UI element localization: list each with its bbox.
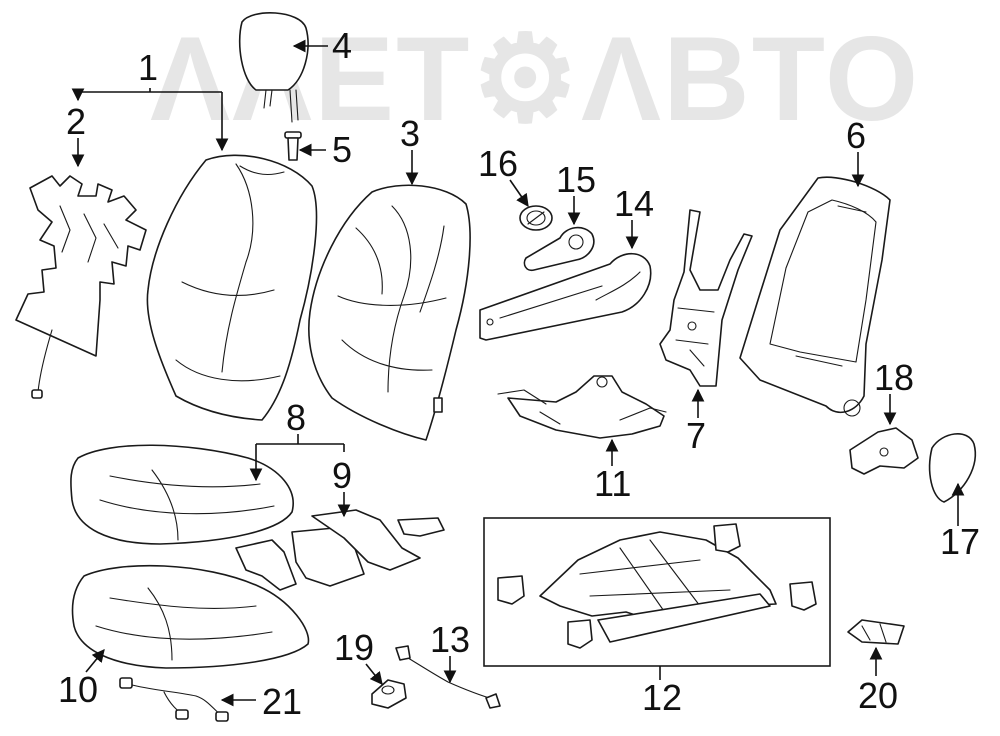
callout-5: 5 (332, 129, 352, 170)
part-9-cushion-heater-mat[interactable] (235, 509, 445, 591)
part-8-cushion-cover[interactable] (70, 444, 294, 545)
part-18-bracket[interactable] (849, 427, 919, 475)
part-19-clip[interactable] (371, 679, 407, 709)
callout-3: 3 (400, 113, 420, 154)
callout-10: 10 (58, 669, 98, 710)
part-1-back-cover[interactable] (146, 154, 318, 421)
callout-9: 9 (332, 455, 352, 496)
callout-19: 19 (334, 627, 374, 668)
callout-6: 6 (846, 115, 866, 156)
callout-17: 17 (940, 521, 980, 562)
part-20-trim-clip[interactable] (847, 619, 905, 645)
part-12-seat-track-kit[interactable] (483, 517, 831, 667)
callout-14: 14 (614, 183, 654, 224)
part-16-recliner-knob[interactable] (519, 205, 553, 231)
part-21-cushion-harness[interactable] (119, 677, 229, 722)
callout-16: 16 (478, 143, 518, 184)
callout-labels: 1 2 3 4 5 6 7 8 9 10 11 12 13 14 15 16 1… (58, 25, 980, 722)
part-6-back-frame[interactable] (739, 176, 891, 417)
callout-21: 21 (262, 681, 302, 722)
part-3-back-pad[interactable] (308, 184, 471, 441)
part-4-headrest[interactable] (238, 12, 309, 123)
callout-1: 1 (138, 47, 158, 88)
callout-18: 18 (874, 357, 914, 398)
callout-20: 20 (858, 675, 898, 716)
callout-12: 12 (642, 677, 682, 718)
part-14-side-shield[interactable] (479, 252, 652, 341)
part-11-cushion-frame[interactable] (497, 375, 667, 439)
part-5-headrest-guide[interactable] (284, 131, 302, 161)
part-2-back-heater-mat[interactable] (15, 175, 147, 399)
part-15-lever[interactable] (523, 226, 595, 272)
callout-13: 13 (430, 619, 470, 660)
callout-2: 2 (66, 101, 86, 142)
part-10-cushion-pad[interactable] (71, 564, 310, 669)
callout-8: 8 (286, 397, 306, 438)
callout-11: 11 (594, 463, 631, 504)
callout-15: 15 (556, 159, 596, 200)
part-7-recliner-bracket[interactable] (659, 209, 753, 387)
callout-4: 4 (332, 25, 352, 66)
callout-7: 7 (686, 415, 706, 456)
part-17-side-cover[interactable] (928, 433, 977, 503)
leader-lines (71, 39, 965, 707)
